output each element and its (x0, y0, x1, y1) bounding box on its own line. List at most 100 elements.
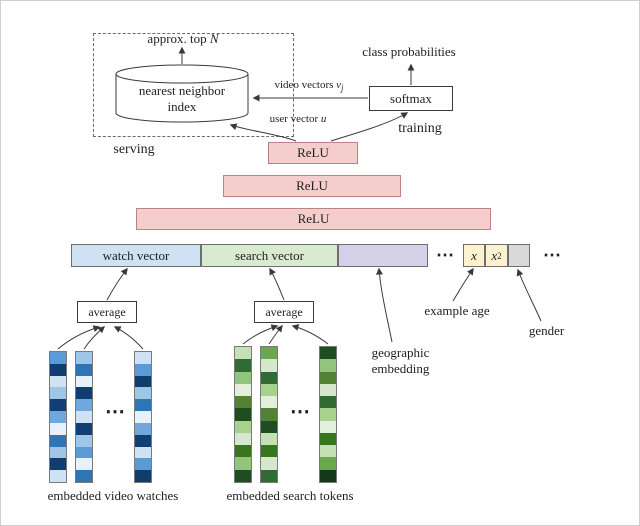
watch-vector-label: watch vector (102, 247, 170, 263)
video-vectors-text: video vectors (274, 79, 337, 91)
embedding-stripe (50, 363, 66, 376)
embedding-stripe (235, 445, 251, 458)
embedded-search-tokens-label: embedded search tokens (226, 488, 354, 503)
class-probabilities-label: class probabilities (362, 44, 456, 59)
embedding-stripe (320, 457, 336, 470)
relu-layer-1: ReLU (136, 208, 491, 230)
softmax-label: softmax (390, 90, 432, 106)
relu-label: ReLU (297, 145, 329, 160)
geo-embedding-segment (338, 244, 428, 267)
embedding-stripe (50, 352, 66, 364)
embedding-stripe (50, 399, 66, 412)
embedding-stripe (50, 446, 66, 459)
arrow-video-col2-to-average (83, 326, 106, 350)
embedding-stripe (320, 408, 336, 421)
relu-label: ReLU (297, 211, 330, 226)
video-vectors-sub: j (341, 83, 344, 94)
relu-layer-2: ReLU (223, 175, 401, 197)
nearest-neighbor-cylinder (115, 64, 249, 123)
embedding-stripe (76, 363, 92, 376)
embedding-stripe (320, 359, 336, 372)
embedding-stripe (135, 352, 151, 364)
embedding-stripe (320, 469, 336, 482)
embedding-stripe (76, 375, 92, 388)
embedding-stripe (261, 457, 277, 470)
embedding-stripe (135, 458, 151, 471)
arrow-geo-to-segment (375, 267, 393, 343)
x2-var: x (491, 247, 498, 263)
embedding-stripe (261, 359, 277, 372)
video-embedding-column-3 (134, 351, 152, 483)
nn-index-line1: nearest neighbor (138, 83, 226, 98)
search-vector-segment: search vector (201, 244, 338, 267)
search-embedding-column-2 (260, 346, 278, 483)
user-vector-var: u (320, 113, 327, 125)
video-vectors-label: video vectors vj (253, 79, 365, 95)
arrow-gender-to-segment (516, 268, 542, 322)
gender-segment (508, 244, 530, 267)
x2-sup: 2 (497, 250, 502, 261)
embedding-stripe (235, 420, 251, 433)
embedding-stripe (76, 399, 92, 412)
age-x-segment: x (463, 244, 485, 267)
search-embedding-column-1 (234, 346, 252, 483)
embedding-stripe (76, 352, 92, 364)
softmax-box: softmax (369, 86, 453, 111)
embedding-stripe (235, 383, 251, 397)
embedding-stripe (235, 457, 251, 470)
average-label: average (88, 304, 126, 319)
embedding-stripe (135, 470, 151, 482)
embedding-stripe (50, 387, 66, 400)
embedding-stripe (76, 446, 92, 459)
arrow-average-to-watch-vector (106, 267, 128, 301)
embedding-stripe (235, 396, 251, 409)
embedding-stripe (235, 359, 251, 372)
embedding-stripe (320, 420, 336, 433)
embedding-stripe (135, 363, 151, 376)
search-columns-ellipsis: ⋯ (290, 401, 310, 423)
embedding-stripe (235, 347, 251, 360)
average-box-search: average (254, 301, 314, 323)
input-ellipsis-1: ⋯ (436, 245, 454, 265)
embedding-stripe (261, 445, 277, 458)
embedding-stripe (50, 470, 66, 482)
nearest-neighbor-index-label: nearest neighbor index (119, 83, 245, 115)
approx-top-n-label: approx. top N (124, 31, 242, 47)
embedding-stripe (261, 420, 277, 433)
serving-label: serving (113, 142, 155, 157)
input-ellipsis-2: ⋯ (543, 245, 561, 265)
embedding-stripe (135, 422, 151, 435)
relu-label: ReLU (296, 178, 328, 193)
embedding-stripe (135, 446, 151, 459)
embedding-stripe (135, 399, 151, 412)
embedding-stripe (50, 411, 66, 423)
arrow-search-col2-to-average (268, 324, 283, 345)
embedding-stripe (261, 396, 277, 409)
gender-label: gender (528, 323, 565, 338)
arrow-user-vector-to-index (229, 123, 297, 142)
geographic-embedding-label: geographic embedding (353, 345, 448, 377)
embedding-stripe (320, 383, 336, 397)
embedding-stripe (261, 347, 277, 360)
video-columns-ellipsis: ⋯ (105, 401, 125, 423)
embedding-stripe (50, 434, 66, 447)
embedded-video-watches-label: embedded video watches (47, 488, 179, 503)
search-embedding-column-3 (319, 346, 337, 483)
arrow-user-vector-to-softmax (330, 112, 409, 142)
embedding-stripe (235, 408, 251, 421)
embedding-stripe (76, 470, 92, 482)
serving-boundary-box (93, 33, 294, 137)
embedding-stripe (235, 469, 251, 482)
relu-layer-3: ReLU (268, 142, 358, 164)
search-vector-label: search vector (235, 247, 304, 263)
embedding-stripe (50, 375, 66, 388)
embedding-stripe (76, 411, 92, 423)
approx-top-n-text: approx. top (147, 31, 210, 46)
embedding-stripe (261, 383, 277, 397)
embedding-stripe (235, 432, 251, 446)
embedding-stripe (261, 432, 277, 446)
arrow-search-col1-to-average (242, 324, 279, 345)
